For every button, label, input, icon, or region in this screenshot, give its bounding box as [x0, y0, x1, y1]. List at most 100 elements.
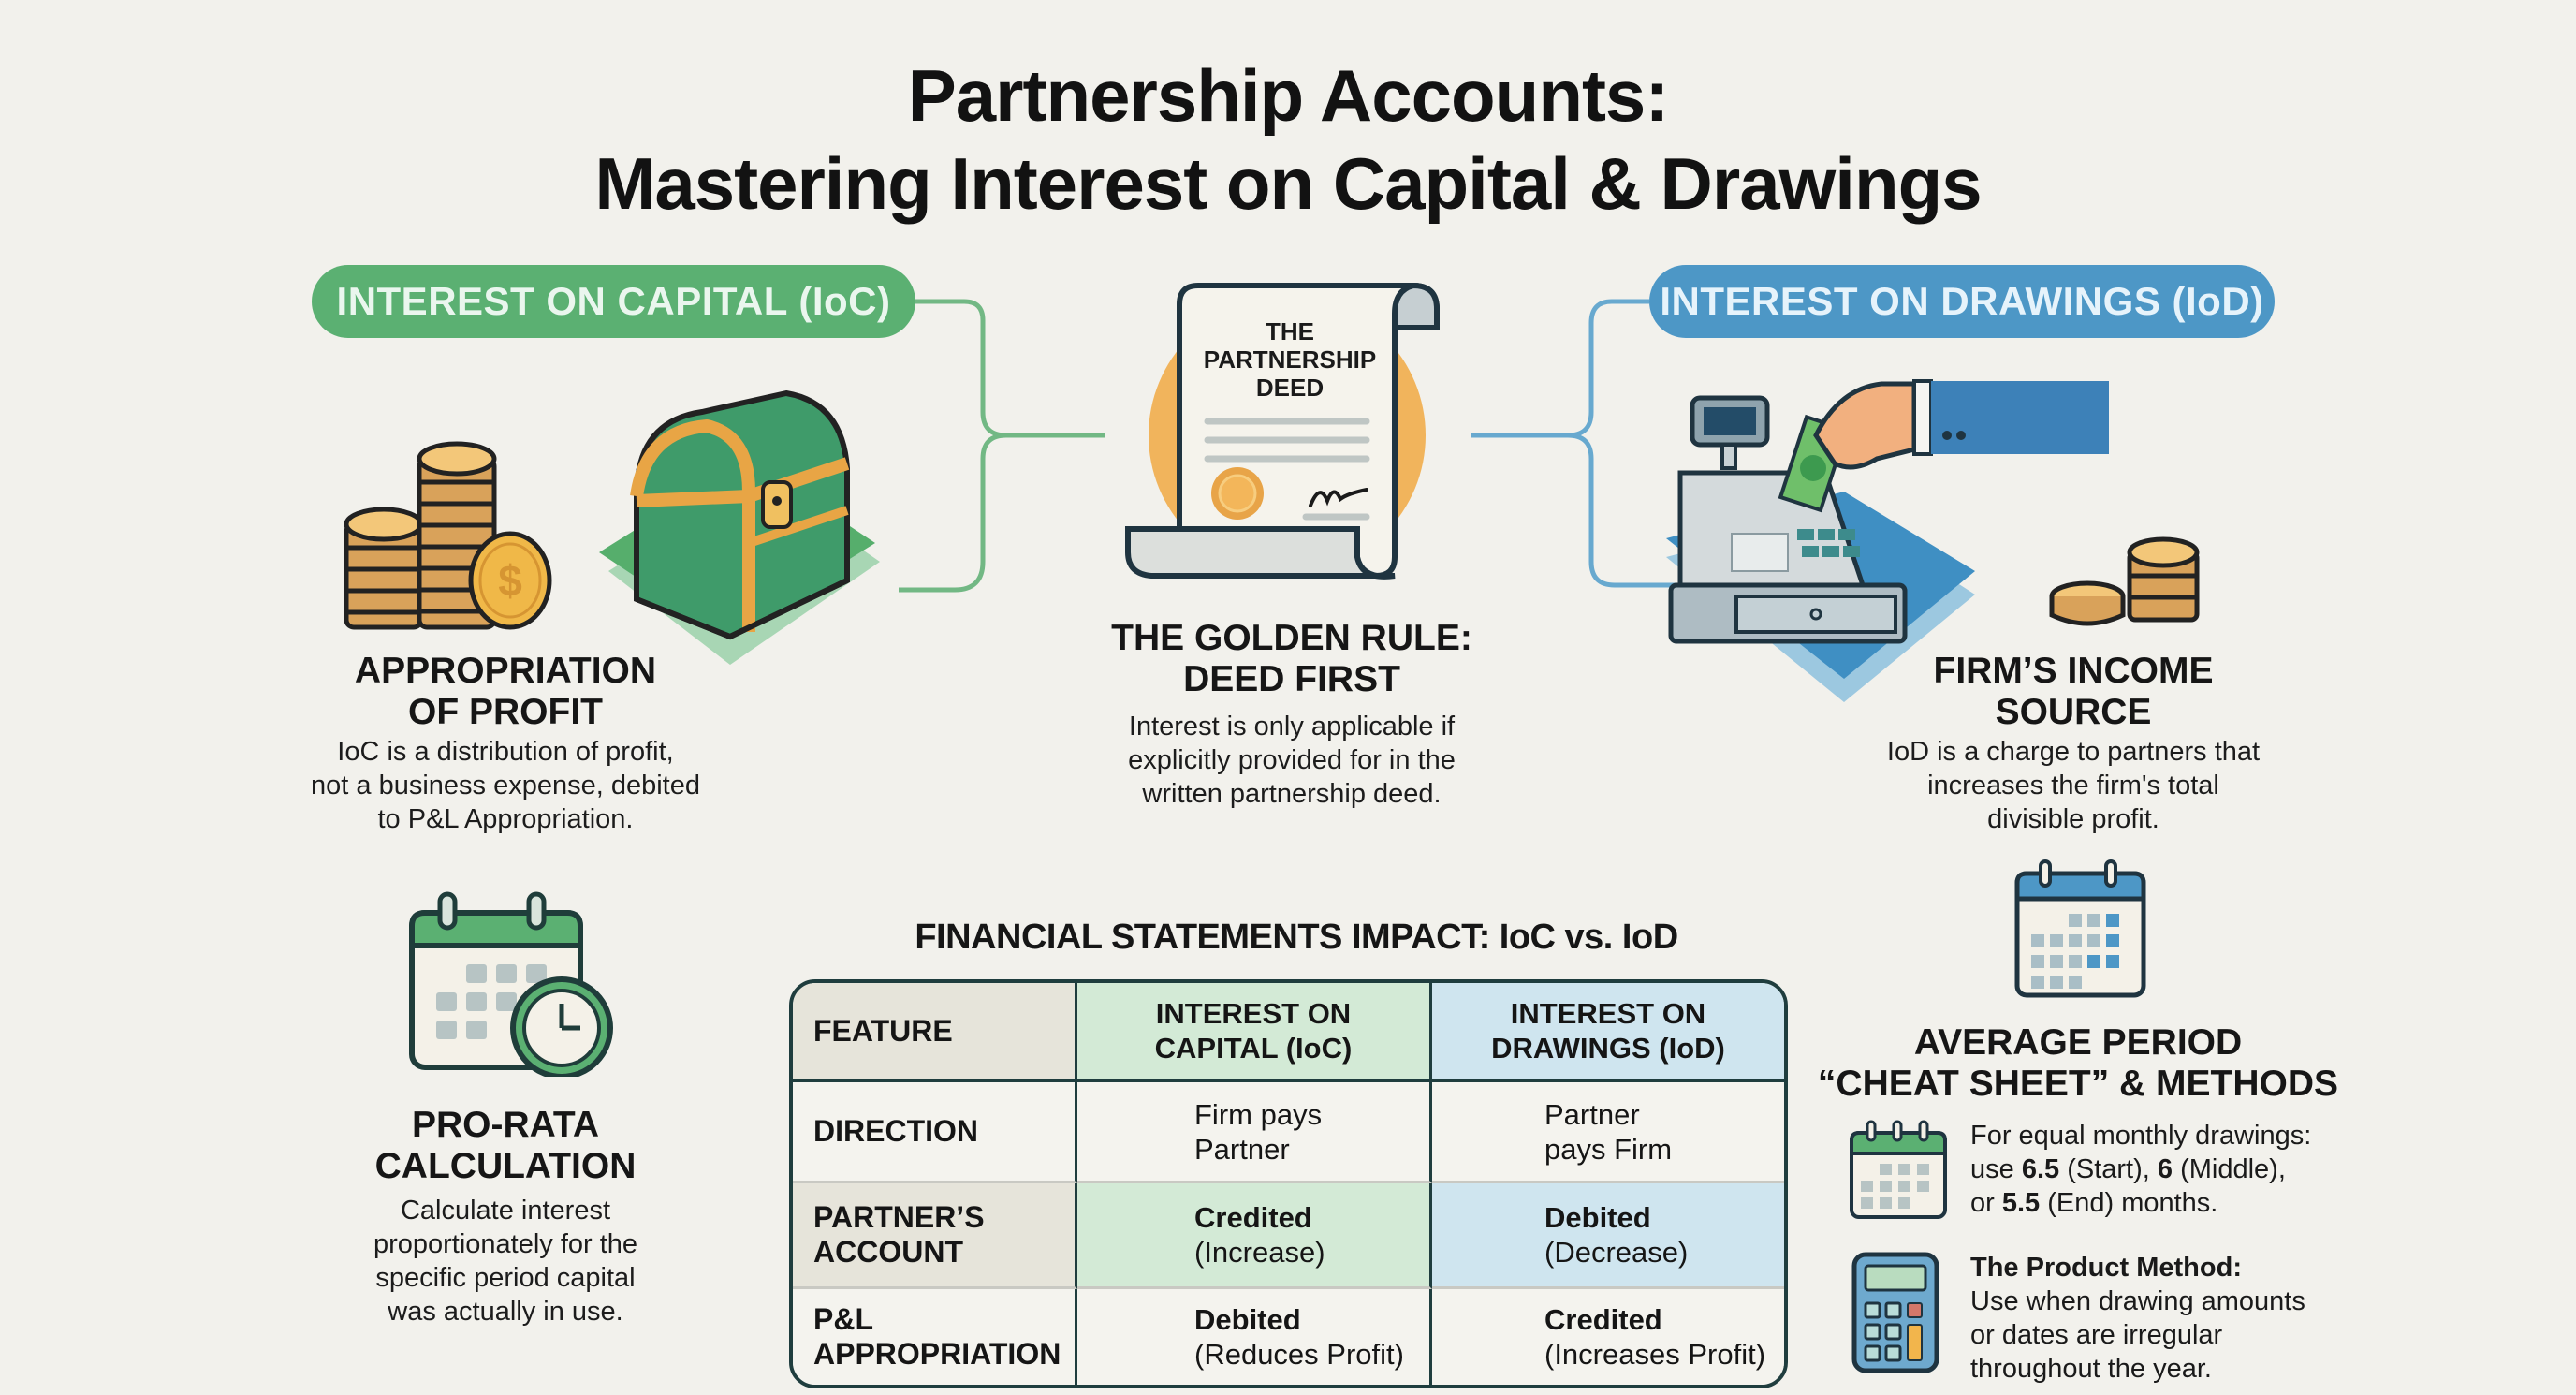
cheat-line: or dates are irregular: [1970, 1320, 2223, 1350]
table-row-partner-account-feature: PARTNER’S ACCOUNT: [793, 1183, 1077, 1289]
svg-text:$: $: [498, 556, 522, 605]
deed-heading-line-2: DEED FIRST: [1183, 659, 1400, 699]
ioc-heading-line-2: OF PROFIT: [408, 692, 603, 732]
deed-desc-line: Interest is only applicable if: [1128, 712, 1456, 742]
page-title: Partnership Accounts: Mastering Interest…: [0, 51, 2576, 228]
coin-stack-icon: [2049, 536, 2200, 626]
cheat-text: (Start),: [2059, 1154, 2158, 1184]
small-calendar-icon: [1850, 1120, 1947, 1219]
cell-text: Credited: [1194, 1201, 1312, 1234]
cash-register-icon: [1668, 395, 1908, 644]
clock-icon: [510, 976, 613, 1077]
ioc-desc-line: to P&L Appropriation.: [377, 804, 634, 834]
feature-text: P&L: [813, 1302, 873, 1336]
table-row-direction-feature: DIRECTION: [793, 1082, 1077, 1183]
table-row-direction-ioc: Firm pays Partner: [1077, 1082, 1432, 1183]
iod-desc-line: increases the firm's total: [1927, 771, 2219, 800]
cell-text: (Decrease): [1544, 1236, 1689, 1269]
cheat-text: (End) months.: [2040, 1188, 2218, 1218]
ioc-desc-line: not a business expense, debited: [311, 771, 700, 800]
feature-text: PARTNER’S: [813, 1200, 985, 1234]
iod-heading-line-1: FIRM’S INCOME: [1933, 651, 2214, 691]
ioc-description: IoC is a distribution of profit, not a b…: [281, 735, 730, 836]
treasure-chest-icon: [630, 389, 850, 640]
header-text: INTEREST ON: [1510, 997, 1706, 1030]
table-row-pl-appropriation-iod: Credited (Increases Profit): [1432, 1289, 1784, 1385]
prorata-desc-line: was actually in use.: [388, 1297, 623, 1327]
deed-illustration: THE PARTNERSHIP DEED: [1125, 282, 1440, 580]
ioc-heading-line-1: APPROPRIATION: [354, 651, 657, 691]
deed-heading: THE GOLDEN RULE: DEED FIRST: [1058, 618, 1526, 700]
hand-with-banknote-icon: [1778, 379, 2109, 513]
cheat-heading-line-1: AVERAGE PERIOD: [1913, 1022, 2243, 1063]
cheat-item-product-method: The Product Method: Use when drawing amo…: [1970, 1251, 2364, 1386]
coin-stack-icon: $: [344, 441, 552, 630]
header-text: FEATURE: [813, 1013, 953, 1048]
calendar-icon: [2014, 859, 2146, 998]
cheat-text: use: [1970, 1154, 2022, 1184]
deed-desc-line: explicitly provided for in the: [1128, 745, 1456, 775]
svg-text:DEED: DEED: [1256, 374, 1324, 402]
table-header-feature: FEATURE: [793, 983, 1077, 1082]
prorata-desc-line: Calculate interest: [400, 1196, 611, 1226]
cell-text: pays Firm: [1544, 1132, 1673, 1166]
product-method-title: The Product Method:: [1970, 1253, 2242, 1283]
prorata-illustration: [409, 891, 613, 1077]
prorata-desc-line: specific period capital: [375, 1263, 636, 1293]
table-header-ioc: INTEREST ON CAPITAL (IoC): [1077, 983, 1432, 1082]
iod-pill: INTEREST ON DRAWINGS (IoD): [1649, 265, 2275, 338]
start-value: 6.5: [2021, 1154, 2060, 1184]
middle-value: 6: [2157, 1154, 2174, 1184]
iod-description: IoD is a charge to partners that increas…: [1835, 735, 2312, 836]
cell-text: Debited: [1544, 1201, 1651, 1234]
cell-text: Credited: [1544, 1303, 1662, 1336]
feature-text: APPROPRIATION: [813, 1337, 1061, 1371]
iod-desc-line: divisible profit.: [1987, 804, 2159, 834]
deed-description: Interest is only applicable if explicitl…: [1058, 710, 1526, 811]
table-row-partner-account-ioc: Credited (Increase): [1077, 1183, 1432, 1289]
header-text: INTEREST ON: [1155, 997, 1352, 1030]
deed-desc-line: written partnership deed.: [1142, 779, 1442, 809]
cell-text: Partner: [1194, 1132, 1290, 1166]
title-line-2: Mastering Interest on Capital & Drawings: [594, 142, 1982, 225]
header-text: CAPITAL (IoC): [1154, 1032, 1353, 1065]
iod-desc-line: IoD is a charge to partners that: [1886, 737, 2261, 767]
deed-heading-line-1: THE GOLDEN RULE:: [1111, 618, 1472, 658]
table-row-direction-iod: Partner pays Firm: [1432, 1082, 1784, 1183]
cheat-text: or: [1970, 1188, 2002, 1218]
ioc-heading: APPROPRIATION OF PROFIT: [309, 651, 702, 733]
cell-text: (Increases Profit): [1544, 1338, 1766, 1371]
cell-text: (Increase): [1194, 1236, 1325, 1269]
title-line-1: Partnership Accounts:: [907, 54, 1670, 137]
table-title: FINANCIAL STATEMENTS IMPACT: IoC vs. IoD: [915, 918, 1678, 957]
cheat-line: or 5.5 (End) months.: [1970, 1186, 2364, 1220]
prorata-desc-line: proportionately for the: [373, 1229, 638, 1259]
end-value: 5.5: [2001, 1188, 2041, 1218]
cheat-heading-line-2: “CHEAT SHEET” & METHODS: [1817, 1064, 2339, 1104]
comparison-table: FEATURE INTEREST ON CAPITAL (IoC) INTERE…: [789, 979, 1788, 1388]
table-row-partner-account-iod: Debited (Decrease): [1432, 1183, 1784, 1289]
cheat-text: (Middle),: [2173, 1154, 2286, 1184]
cheat-line: use 6.5 (Start), 6 (Middle),: [1970, 1153, 2364, 1186]
ioc-illustration: $: [344, 389, 880, 665]
prorata-heading: PRO-RATA CALCULATION: [318, 1105, 693, 1187]
feature-text: ACCOUNT: [813, 1235, 963, 1269]
cheat-line: throughout the year.: [1970, 1354, 2212, 1384]
feature-text: DIRECTION: [813, 1114, 978, 1148]
ioc-desc-line: IoC is a distribution of profit,: [337, 737, 674, 767]
prorata-heading-line-1: PRO-RATA: [411, 1105, 600, 1145]
table-header-iod: INTEREST ON DRAWINGS (IoD): [1432, 983, 1784, 1082]
seal-icon: [1211, 467, 1264, 520]
header-text: DRAWINGS (IoD): [1491, 1032, 1725, 1065]
cheat-item-average-period: For equal monthly drawings: use 6.5 (Sta…: [1970, 1119, 2364, 1220]
cell-text: Firm pays: [1194, 1097, 1323, 1131]
cell-text: (Reduces Profit): [1194, 1338, 1404, 1371]
table-row-pl-appropriation-ioc: Debited (Reduces Profit): [1077, 1289, 1432, 1385]
cell-text: Debited: [1194, 1303, 1301, 1336]
iod-illustration: [1666, 379, 2200, 702]
cell-text: Partner: [1544, 1097, 1640, 1131]
cheat-line: Use when drawing amounts: [1970, 1286, 2305, 1316]
signature-icon: [1309, 488, 1368, 507]
cheat-line: For equal monthly drawings:: [1970, 1121, 2312, 1151]
iod-heading-line-2: SOURCE: [1995, 692, 2152, 732]
